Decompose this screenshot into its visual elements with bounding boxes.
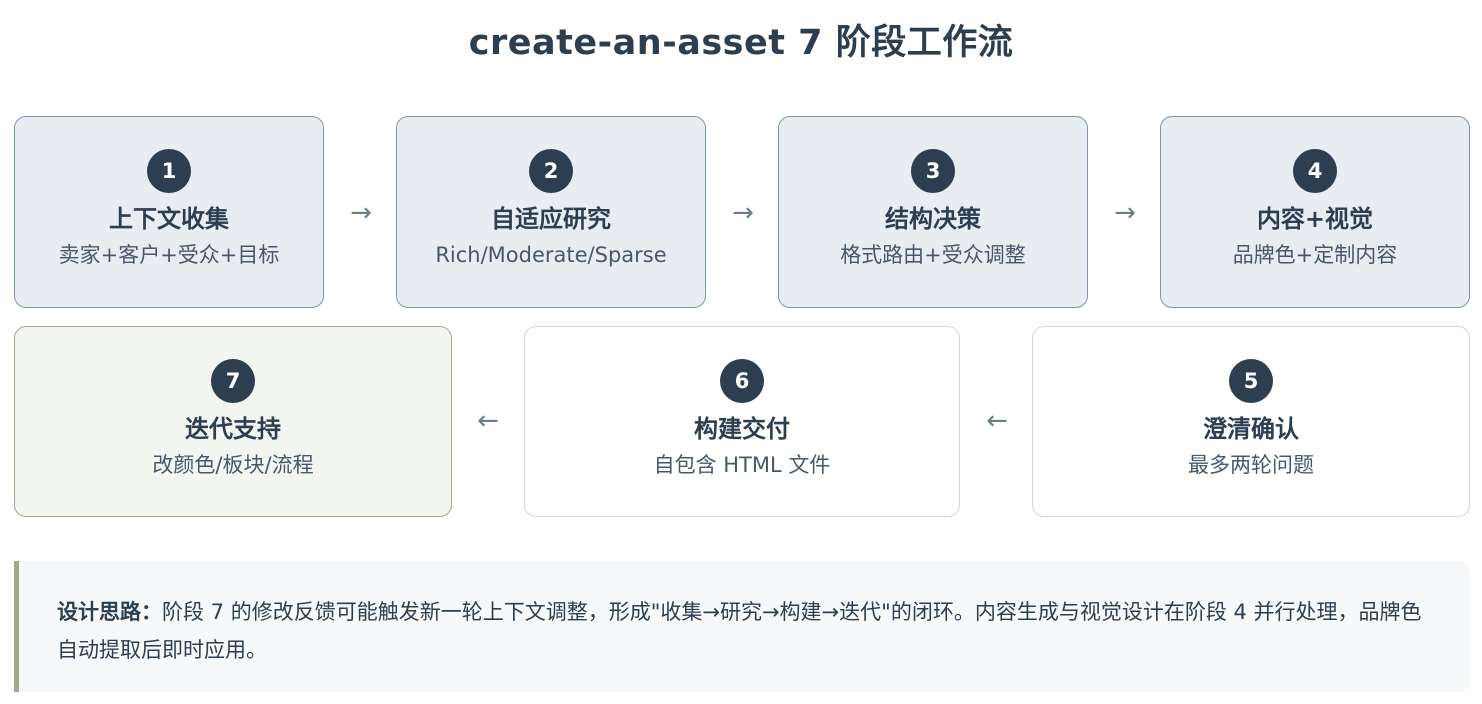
step-title: 迭代支持 (185, 415, 281, 443)
page-title: create-an-asset 7 阶段工作流 (468, 23, 1014, 63)
step-card-4: 4 内容+视觉 品牌色+定制内容 (1160, 116, 1470, 308)
step-card-3: 3 结构决策 格式路由+受众调整 (778, 116, 1088, 308)
step-title: 自适应研究 (491, 205, 611, 233)
step-number-badge: 3 (911, 149, 955, 193)
step-number-badge: 4 (1293, 149, 1337, 193)
step-description: 格式路由+受众调整 (840, 243, 1026, 267)
design-note-text: 阶段 7 的修改反馈可能触发新一轮上下文调整，形成"收集→研究→构建→迭代"的闭… (57, 600, 1422, 662)
step-number-badge: 6 (720, 359, 764, 403)
step-description: Rich/Moderate/Sparse (435, 243, 667, 267)
step-title: 结构决策 (885, 205, 981, 233)
step-description: 改颜色/板块/流程 (152, 453, 314, 477)
step-number-badge: 5 (1229, 359, 1273, 403)
step-card-1: 1 上下文收集 卖家+客户+受众+目标 (14, 116, 324, 308)
right-arrow-icon: → (732, 198, 754, 228)
step-title: 构建交付 (694, 415, 790, 443)
right-arrow-icon: → (350, 198, 372, 228)
step-description: 最多两轮问题 (1188, 453, 1314, 477)
step-title: 上下文收集 (109, 205, 229, 233)
step-number-badge: 7 (211, 359, 255, 403)
step-number-badge: 1 (147, 149, 191, 193)
step-card-7: 7 迭代支持 改颜色/板块/流程 (14, 326, 452, 517)
step-title: 内容+视觉 (1256, 205, 1374, 233)
step-description: 自包含 HTML 文件 (653, 453, 831, 477)
step-card-6: 6 构建交付 自包含 HTML 文件 (524, 326, 960, 517)
left-arrow-icon: ← (986, 406, 1008, 436)
design-note-label: 设计思路： (57, 600, 162, 624)
step-card-5: 5 澄清确认 最多两轮问题 (1032, 326, 1470, 517)
step-number-badge: 2 (529, 149, 573, 193)
step-description: 品牌色+定制内容 (1232, 243, 1398, 267)
right-arrow-icon: → (1114, 198, 1136, 228)
step-description: 卖家+客户+受众+目标 (58, 243, 280, 267)
step-card-2: 2 自适应研究 Rich/Moderate/Sparse (396, 116, 706, 308)
design-note: 设计思路：阶段 7 的修改反馈可能触发新一轮上下文调整，形成"收集→研究→构建→… (14, 561, 1470, 692)
step-title: 澄清确认 (1203, 415, 1299, 443)
left-arrow-icon: ← (477, 406, 499, 436)
